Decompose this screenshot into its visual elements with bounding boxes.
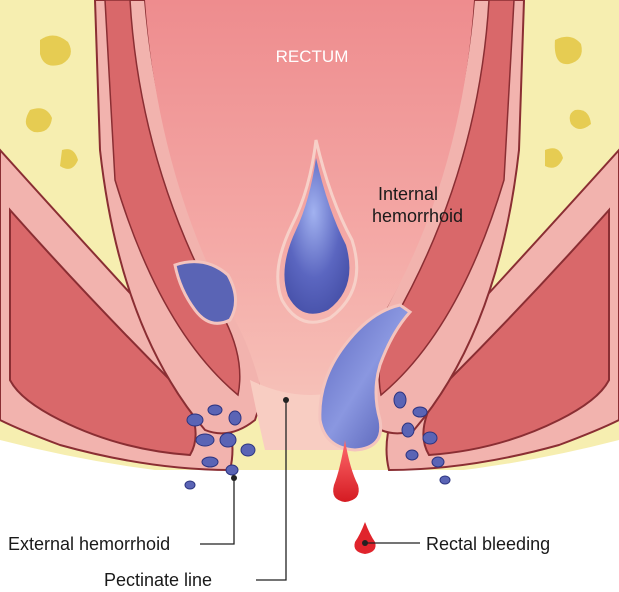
- pectinate-dot: [283, 397, 289, 403]
- external-dot: [231, 475, 237, 481]
- bleeding-dot: [362, 540, 368, 546]
- label-external-hemorrhoid: External hemorrhoid: [8, 534, 170, 554]
- label-internal-line2: hemorrhoid: [372, 206, 463, 226]
- label-internal-line1: Internal: [378, 184, 438, 204]
- label-pectinate-line: Pectinate line: [104, 570, 212, 590]
- label-rectal-bleeding: Rectal bleeding: [426, 534, 550, 554]
- label-rectum: RECTUM: [276, 47, 349, 66]
